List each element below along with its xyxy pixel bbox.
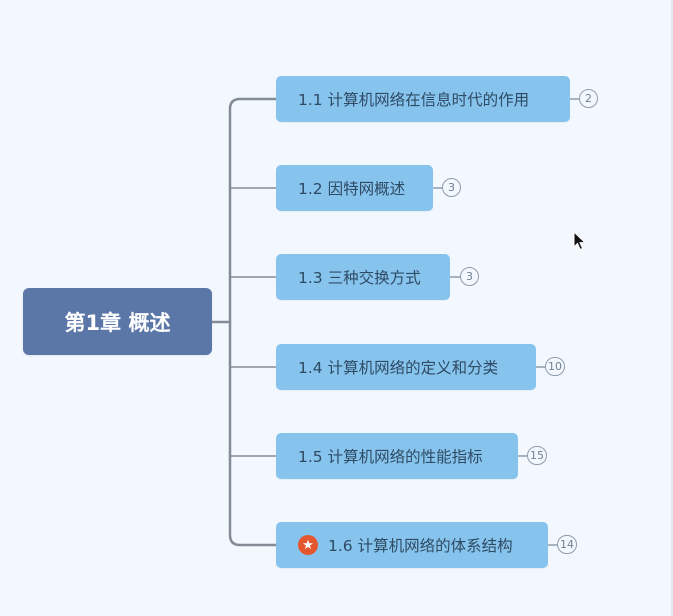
topic-label: 1.2 因特网概述 (298, 180, 406, 198)
subtopic-count-badge[interactable]: 14 (557, 535, 577, 554)
root-topic-label: 第1章 概述 (64, 310, 171, 335)
subtopic-count-badge[interactable]: 2 (579, 89, 598, 108)
window-edge (671, 0, 673, 616)
topic-1-1[interactable]: 1.1 计算机网络在信息时代的作用 (276, 76, 570, 122)
root-topic[interactable]: 第1章 概述 (23, 288, 212, 355)
topic-label: 1.1 计算机网络在信息时代的作用 (298, 91, 530, 109)
topic-1-2[interactable]: 1.2 因特网概述 (276, 165, 433, 211)
topic-1-5[interactable]: 1.5 计算机网络的性能指标 (276, 433, 518, 479)
topic-label: 1.3 三种交换方式 (298, 269, 421, 287)
topic-label: 1.4 计算机网络的定义和分类 (298, 359, 499, 377)
subtopic-count-badge[interactable]: 3 (460, 267, 479, 286)
subtopic-count-badge[interactable]: 10 (545, 357, 565, 376)
topic-1-6[interactable]: ★ 1.6 计算机网络的体系结构 (276, 522, 548, 568)
topic-label: 1.5 计算机网络的性能指标 (298, 448, 483, 466)
trunk-line (228, 97, 278, 547)
topic-label: 1.6 计算机网络的体系结构 (328, 537, 513, 555)
topic-1-3[interactable]: 1.3 三种交换方式 (276, 254, 450, 300)
topic-1-4[interactable]: 1.4 计算机网络的定义和分类 (276, 344, 536, 390)
subtopic-count-badge[interactable]: 3 (442, 178, 461, 197)
star-icon: ★ (298, 535, 318, 555)
subtopic-count-badge[interactable]: 15 (527, 446, 547, 465)
mouse-cursor-icon (573, 231, 587, 251)
